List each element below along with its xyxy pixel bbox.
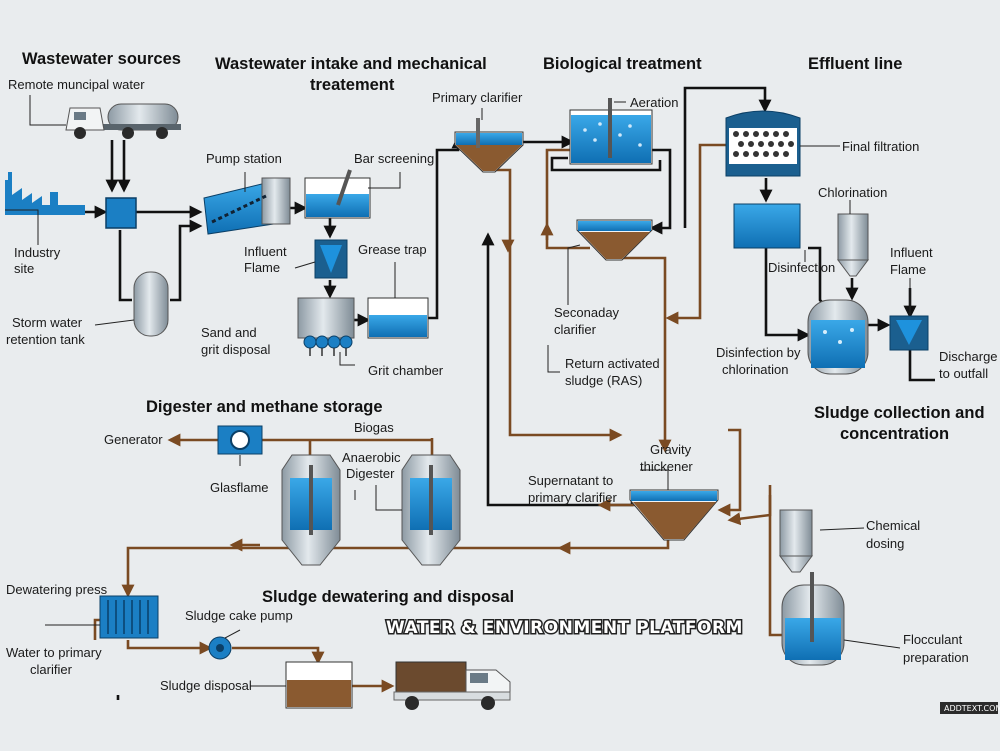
label-flocculant-1: Flocculant [903,632,963,647]
sludge-pipes [93,143,784,693]
factory-icon [5,172,85,215]
label-bar-screening: Bar screening [354,151,434,166]
label-gravity-thickener-2: thickener [640,459,693,474]
label-grease-trap: Grease trap [358,242,427,257]
anaerobic-digester-2 [401,454,461,566]
heading-effluent-line: Effluent line [808,55,902,73]
label-disinfection-chlor-2: chlorination [722,362,789,377]
label-industry-site-1: Industry [14,245,61,260]
grit-chamber [297,297,355,356]
gravity-thickener [629,489,719,541]
label-ras-2: sludge (RAS) [565,373,642,388]
label-gravity-thickener-1: Gravity [650,442,692,457]
label-supernatant-1: Supernatant to [528,473,613,488]
bar-screening [304,169,371,219]
label-aeration: Aeration [630,95,678,110]
label-pump-station: Pump station [206,151,282,166]
label-supernatant-2: primary clarifier [528,490,618,505]
credit-badge [940,702,998,714]
label-chemical-dosing-2: dosing [866,536,904,551]
label-final-filtration: Final filtration [842,139,919,154]
label-flocculant-2: preparation [903,650,969,665]
sludge-disposal-bin [285,661,353,709]
watermark-text: WATER & ENVIRONMENT PLATFORM [386,618,743,638]
chlorination-contact-tank [807,299,869,375]
leader-lines [5,95,911,687]
heading-intake-line1: Wastewater intake and mechanical [215,55,487,73]
pump-station [203,177,291,235]
label-water-primary-2: clarifier [30,662,73,677]
label-discharge-2: to outfall [939,366,988,381]
junction-box [105,197,137,229]
label-influent-flame2-2: Flame [890,262,926,277]
label-remote-municipal-water: Remote muncipal water [8,77,145,92]
label-secondary-clarifier-1: Seconaday [554,305,620,320]
label-anaerobic-2: Digester [346,466,395,481]
label-sand-grit-2: grit disposal [201,342,270,357]
heading-dewatering: Sludge dewatering and disposal [262,588,514,606]
secondary-clarifier [576,219,653,261]
grease-trap [367,297,429,339]
heading-biological-treatment: Biological treatment [543,55,702,73]
label-influent-flame-1: Influent [244,244,287,259]
sludge-cake-pump [208,636,232,660]
label-water-primary-1: Water to primary [6,645,102,660]
label-sludge-disposal: Sludge disposal [160,678,252,693]
label-grit-chamber: Grit chamber [368,363,444,378]
label-chlorination: Chlorination [818,185,887,200]
dump-truck-icon [393,661,511,710]
tanker-truck-icon [65,103,181,139]
dewatering-press [99,595,159,639]
heading-intake-line2: treatement [310,76,395,94]
credit-text: ADDTEXT.COM [944,704,1000,713]
glasflame-unit [217,425,263,455]
label-chemical-dosing-1: Chemical [866,518,920,533]
influent-flame-box-2 [889,315,929,351]
label-anaerobic-1: Anaerobic [342,450,401,465]
disinfection-tank [733,203,801,249]
label-influent-flame2-1: Influent [890,245,933,260]
heading-sludge-collection-line2: concentration [840,425,949,443]
label-discharge-1: Discharge [939,349,998,364]
label-biogas: Biogas [354,420,394,435]
anaerobic-digester-1 [281,454,341,566]
label-disinfection: Disinfection [768,260,835,275]
label-secondary-clarifier-2: clarifier [554,322,597,337]
heading-wastewater-sources: Wastewater sources [22,50,181,68]
label-storm-water-2: retention tank [6,332,85,347]
label-glasflame: Glasflame [210,480,269,495]
final-filtration [725,110,801,177]
label-industry-site-2: site [14,261,34,276]
label-influent-flame-2: Flame [244,260,280,275]
label-dewatering-press: Dewatering press [6,582,108,597]
label-ras-1: Return activated [565,356,660,371]
label-primary-clarifier: Primary clarifier [432,90,523,105]
label-sludge-cake-pump: Sludge cake pump [185,608,293,623]
heading-sludge-collection-line1: Sludge collection and [814,404,985,422]
label-sand-grit-1: Sand and [201,325,257,340]
chemical-dosing-hopper [779,509,813,573]
chlorination-hopper [837,213,869,277]
label-disinfection-chlor-1: Disinfection by [716,345,801,360]
heading-digester: Digester and methane storage [146,398,383,416]
primary-clarifier [454,118,524,173]
label-generator: Generator [104,432,163,447]
aeration-tank [569,98,653,165]
label-storm-water-1: Storm water [12,315,83,330]
influent-flame-box [314,239,348,279]
storm-water-tank [133,271,169,337]
flocculant-tank [781,572,845,666]
